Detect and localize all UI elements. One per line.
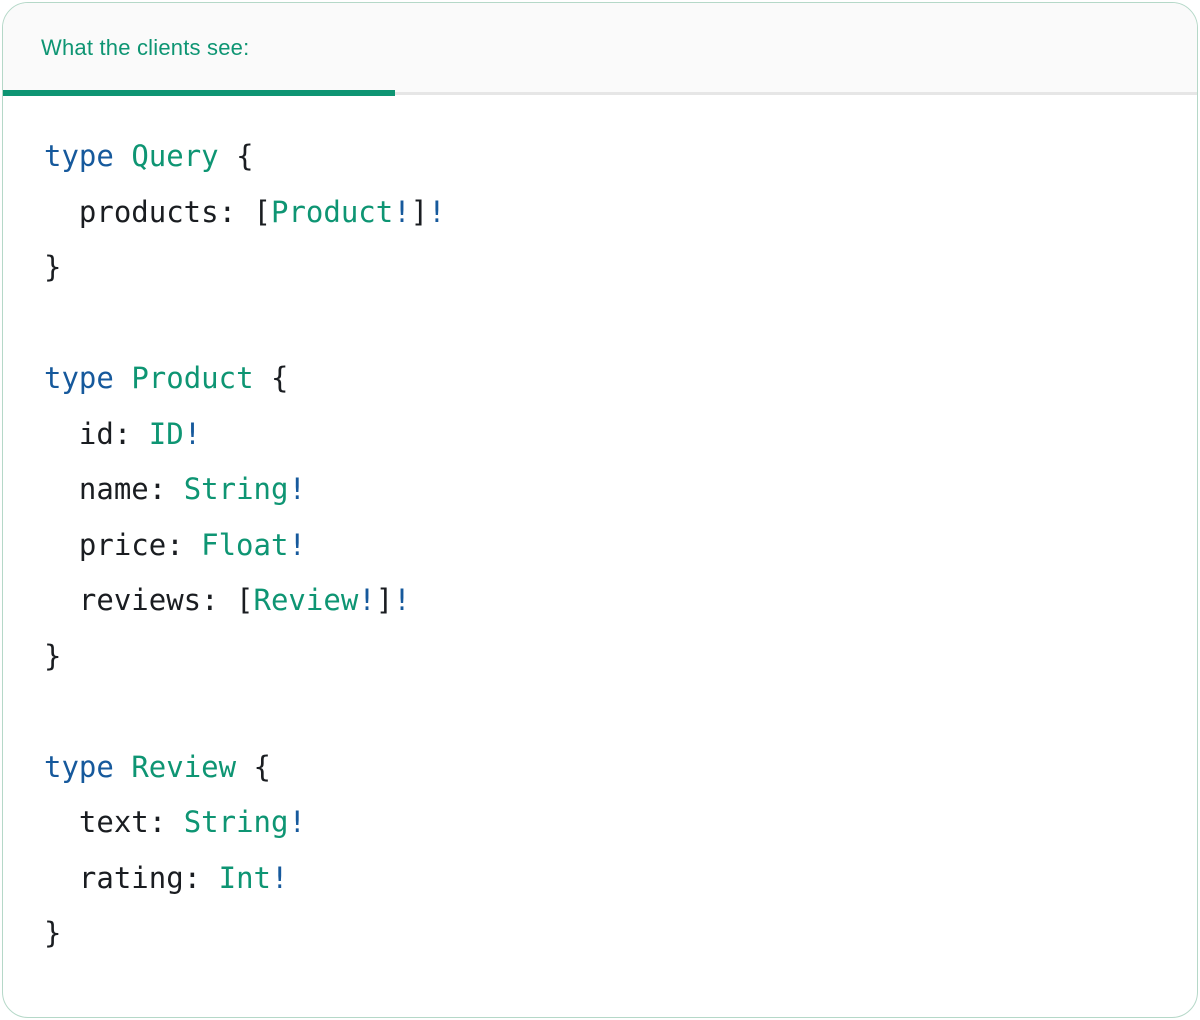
- code-line: price: Float!: [44, 527, 306, 562]
- code-block: type Query { products: [Product!]!} type …: [3, 95, 1197, 962]
- code-line: type Product {: [44, 361, 289, 395]
- code-line: reviews: [Review!]!: [44, 583, 411, 617]
- code-line: }: [44, 916, 62, 950]
- tab-bar: What the clients see:: [3, 3, 1197, 96]
- code-line: [44, 684, 1157, 740]
- code-line: id: ID!: [44, 416, 202, 451]
- code-line: type Review {: [44, 749, 271, 784]
- code-line: [44, 296, 1157, 352]
- code-line: rating: Int!: [44, 860, 289, 895]
- code-line: }: [44, 250, 62, 284]
- code-line: products: [Product!]!: [44, 194, 446, 229]
- code-line: }: [44, 638, 62, 673]
- active-tab-indicator: [3, 90, 395, 96]
- code-line: type Query {: [44, 139, 254, 173]
- code-line: text: String!: [44, 805, 306, 839]
- tab-label: What the clients see:: [41, 34, 250, 60]
- tab-what-clients-see[interactable]: What the clients see:: [3, 3, 249, 92]
- code-line: name: String!: [44, 472, 306, 506]
